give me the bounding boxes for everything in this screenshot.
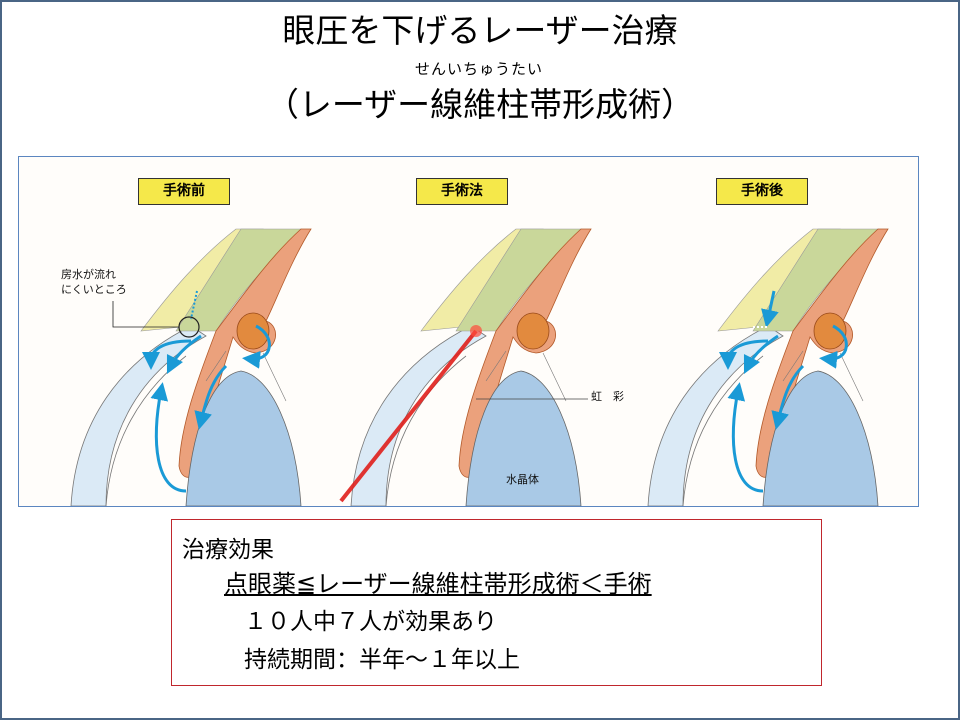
eye-panel-after bbox=[647, 228, 889, 506]
lens-label: 水晶体 bbox=[506, 473, 539, 486]
panel-label-after: 手術後 bbox=[716, 178, 808, 205]
laser-beam bbox=[339, 329, 478, 503]
panel-label-before: 手術前 bbox=[138, 178, 230, 205]
panel-label-procedure: 手術法 bbox=[416, 178, 508, 205]
treatment-effect-box: 治療効果 点眼薬≦レーザー線維柱帯形成術＜手術 １０人中７人が効果あり 持続期間… bbox=[171, 519, 822, 686]
effect-efficacy: １０人中７人が効果あり bbox=[244, 609, 497, 635]
title-ruby: せんいちゅうたい bbox=[415, 60, 544, 78]
blocked-flow-label: 房水が流れ にくいところ bbox=[61, 268, 127, 296]
slide-title-line2: （レーザー線維柱帯形成術） bbox=[265, 85, 695, 124]
iris-label: 虹 彩 bbox=[591, 390, 624, 403]
eye-panel-before bbox=[70, 228, 312, 506]
effect-comparison: 点眼薬≦レーザー線維柱帯形成術＜手術 bbox=[224, 570, 652, 598]
eye-panel-procedure bbox=[339, 228, 592, 506]
callout-line bbox=[112, 301, 179, 328]
eye-illustration: 手術前 手術法 手術後 房水が流れ にくいところ 虹 彩 水晶体 bbox=[18, 156, 919, 507]
effect-duration: 持続期間：半年〜１年以上 bbox=[244, 647, 520, 673]
eye-diagram-svg bbox=[70, 228, 889, 506]
effect-heading: 治療効果 bbox=[182, 537, 274, 563]
slide-title-line1: 眼圧を下げるレーザー治療 bbox=[282, 11, 678, 50]
